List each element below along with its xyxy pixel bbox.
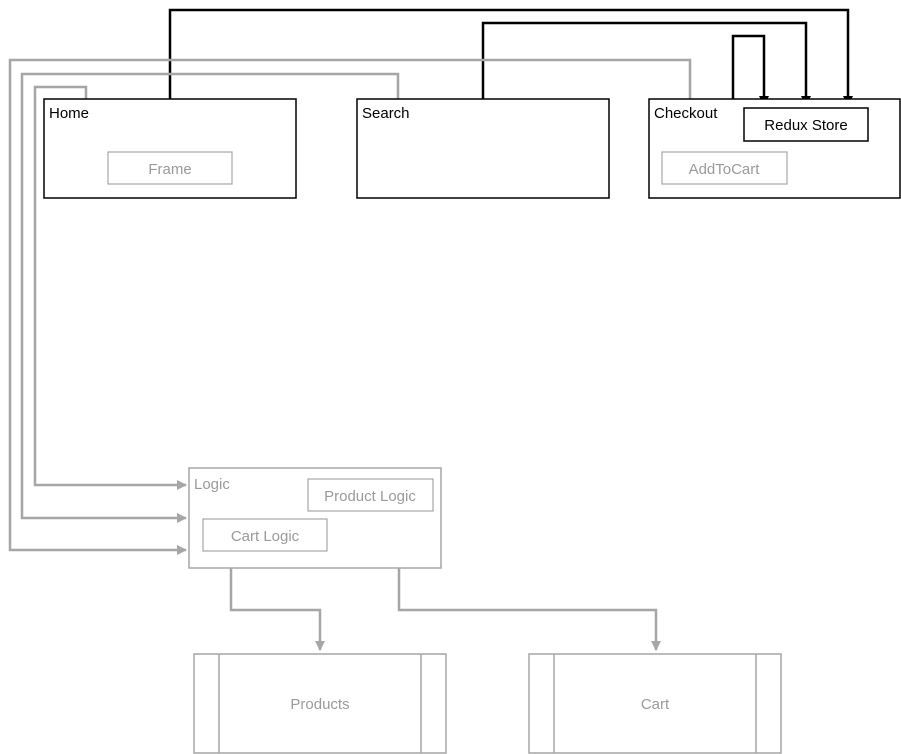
search-label: Search xyxy=(362,105,410,122)
logic-box: Logic Product Logic Cart Logic xyxy=(188,467,442,569)
addtocart-label: AddToCart xyxy=(689,161,761,178)
cart-label: Cart xyxy=(641,696,670,713)
product-logic-label: Product Logic xyxy=(324,488,416,505)
home-page-box: Home Frame xyxy=(43,98,297,199)
products-store: Products xyxy=(193,653,447,754)
addtocart-component: AddToCart xyxy=(661,151,788,185)
checkout-page-box: Checkout Redux Store AddToCart xyxy=(648,98,901,199)
cart-logic-label: Cart Logic xyxy=(231,528,300,545)
logic-connectors xyxy=(8,58,692,651)
frame-label: Frame xyxy=(148,161,191,178)
connector-logic-to-products xyxy=(229,568,325,651)
connector-checkout-to-store xyxy=(731,34,769,106)
connector-home-to-logic xyxy=(33,85,187,490)
connector-search-to-logic xyxy=(20,72,400,523)
redux-store-box: Redux Store xyxy=(743,107,869,142)
home-label: Home xyxy=(49,105,89,122)
product-logic-component: Product Logic xyxy=(307,478,434,512)
logic-label: Logic xyxy=(194,476,230,493)
connector-home-to-store xyxy=(168,8,853,106)
redux-store-label: Redux Store xyxy=(764,117,847,134)
frame-component: Frame xyxy=(107,151,233,185)
connector-logic-to-cart xyxy=(397,568,661,651)
cart-logic-component: Cart Logic xyxy=(202,518,328,552)
store-connectors xyxy=(168,8,853,106)
cart-store: Cart xyxy=(528,653,782,754)
search-page-box: Search xyxy=(356,98,610,199)
connector-checkout-to-logic xyxy=(8,58,692,555)
products-label: Products xyxy=(290,696,349,713)
checkout-label: Checkout xyxy=(654,105,718,122)
